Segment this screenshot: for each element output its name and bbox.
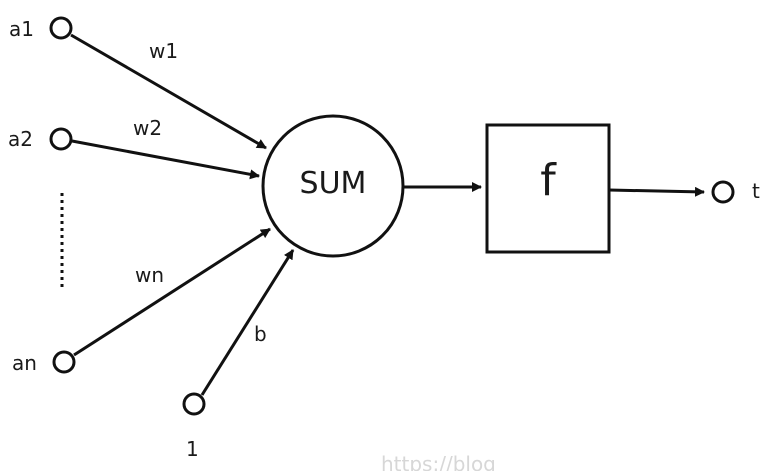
watermark-text: https://blog — [381, 452, 496, 471]
edge-f-to-output — [608, 186, 705, 197]
edge-a1-to-sum — [70, 33, 267, 150]
output-node — [711, 180, 735, 204]
sum-node — [261, 114, 405, 258]
weight-label-w1: w1 — [149, 39, 178, 63]
weight-label-wn: wn — [135, 263, 164, 287]
edge-bias-to-sum — [200, 249, 295, 396]
input-label-an: an — [12, 351, 37, 375]
activation-node-label: f — [540, 155, 557, 206]
activation-node — [485, 123, 611, 254]
weight-label-w2: w2 — [133, 116, 162, 140]
input-node-a2 — [49, 127, 73, 151]
input-node-a1 — [49, 16, 73, 40]
output-label: t — [752, 179, 760, 203]
input-label-a1: a1 — [9, 17, 34, 41]
sum-node-label: SUM — [300, 166, 367, 201]
bias-input-node — [182, 392, 206, 416]
input-node-an — [52, 350, 76, 374]
bias-input-label: 1 — [186, 437, 199, 461]
edge-an-to-sum — [73, 227, 271, 357]
weight-label-b: b — [254, 322, 267, 346]
edge-a2-to-sum — [71, 139, 260, 180]
input-label-a2: a2 — [8, 127, 33, 151]
